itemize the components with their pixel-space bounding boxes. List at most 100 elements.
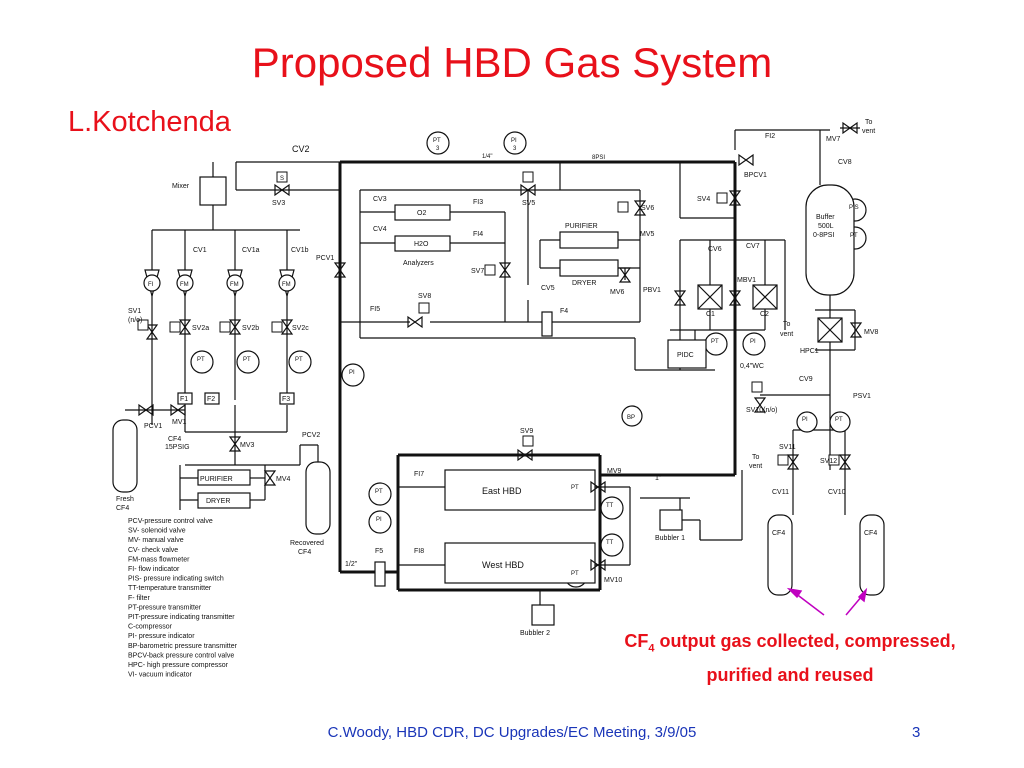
c1-label: C1 xyxy=(706,311,715,318)
annotation-line1: output gas collected, compressed, xyxy=(654,631,956,651)
psv1-label: PSV1 xyxy=(853,393,871,400)
f2-label: F2 xyxy=(207,396,215,403)
psi8-label: 8PSI xyxy=(592,155,605,161)
pt2r-label: PT xyxy=(711,339,719,345)
to-vent3b-label: vent xyxy=(749,463,762,470)
cv3-label: CV3 xyxy=(373,196,387,203)
cf4-annotation: CF4 output gas collected, compressed, pu… xyxy=(600,628,980,688)
sv1-label: SV1 xyxy=(128,308,141,315)
annotation-subscript: 4 xyxy=(648,642,655,655)
sv10-label: SV10(n/o) xyxy=(746,407,778,414)
footer-citation: C.Woody, HBD CDR, DC Upgrades/EC Meeting… xyxy=(327,724,697,741)
mv4-label: MV4 xyxy=(276,476,291,483)
to-vent2b-label: vent xyxy=(780,331,793,338)
sv9-label: SV9 xyxy=(520,428,533,435)
buffer-label: Buffer xyxy=(816,214,835,221)
legend-item: PIS- pressure indicating switch xyxy=(128,576,224,583)
cv2-label: CV2 xyxy=(292,144,310,154)
legend-item: MV- manual valve xyxy=(128,537,184,544)
sv12-label: SV12 xyxy=(820,458,837,465)
recovered-cf4-label: CF4 xyxy=(298,549,311,556)
fm1a-label: FM xyxy=(230,282,239,288)
buffer-vol-label: 500L xyxy=(818,223,834,230)
fm1b-label: FM xyxy=(282,282,291,288)
fm1-label: FM xyxy=(180,282,189,288)
sv11-label: SV11 xyxy=(779,444,796,451)
pt6-label: PT xyxy=(375,489,383,495)
cv5-label: CV5 xyxy=(541,285,555,292)
bubbler2-label: Bubbler 2 xyxy=(520,630,550,637)
fi2-label: FI2 xyxy=(765,133,775,140)
legend-item: FM-mass flowmeter xyxy=(128,556,190,563)
legend-item: CV- check valve xyxy=(128,547,178,554)
f1-label: F1 xyxy=(180,396,188,403)
fi7-label: FI7 xyxy=(414,471,424,478)
sv2c-label: SV2c xyxy=(292,325,309,332)
tt1-label: TT xyxy=(606,503,614,509)
cv8-label: CV8 xyxy=(838,159,852,166)
pt8-label: PT xyxy=(571,485,579,491)
to-vent3-label: To xyxy=(752,454,760,461)
cv7-label: CV7 xyxy=(746,243,760,250)
west-hbd-label: West HBD xyxy=(482,560,524,570)
east-hbd-label: East HBD xyxy=(482,486,522,496)
pt2-label: PT xyxy=(243,357,251,363)
legend-item: BPCV-back pressure control valve xyxy=(128,652,234,659)
pt7-label: PT xyxy=(571,571,579,577)
legend-item: C-compressor xyxy=(128,624,173,631)
purifier-bot-label: PURIFIER xyxy=(200,476,233,483)
sv5-label: SV5 xyxy=(522,200,535,207)
legend-item: HPC- high pressure compressor xyxy=(128,662,229,669)
legend-item: TT-temperature transmitter xyxy=(128,585,212,592)
legend-item: F- filter xyxy=(128,595,150,602)
legend-item: BP-barometric pressure transmitter xyxy=(128,643,238,650)
legend-item: PT-pressure transmitter xyxy=(128,604,202,611)
author-name: L.Kotchenda xyxy=(68,106,231,138)
tanks xyxy=(112,184,885,596)
pi5-label: PI xyxy=(802,417,808,423)
psig15-label: 15PSIG xyxy=(165,444,190,451)
sv4-label: SV4 xyxy=(697,196,710,203)
equipment-boxes xyxy=(177,204,707,626)
f5-label: F5 xyxy=(375,548,383,555)
pt5-label: PT xyxy=(835,417,843,423)
fresh-cf4-label: CF4 xyxy=(116,505,129,512)
tt2-label: TT xyxy=(606,540,614,546)
s-label: S xyxy=(280,176,284,182)
cv1-label: CV1 xyxy=(193,247,207,254)
f4-label: F4 xyxy=(560,308,568,315)
pis1-label: PIS xyxy=(849,205,859,211)
legend-item: VI- vacuum indicator xyxy=(128,672,192,679)
buffer-psi-label: 0-8PSI xyxy=(813,232,834,239)
pi8-label: PI xyxy=(376,517,382,523)
sv2b-label: SV2b xyxy=(242,325,259,332)
pipe-network xyxy=(125,127,860,615)
compressors xyxy=(697,284,843,343)
mixer-box xyxy=(199,176,227,206)
pcv1-label: PCV1 xyxy=(144,423,162,430)
cylinder2-label: CF4 xyxy=(864,530,877,537)
cv11-label: CV11 xyxy=(772,489,789,496)
annotation-arrows xyxy=(786,587,868,616)
fi1-label: FI xyxy=(148,282,154,288)
mbv1-label: MBV1 xyxy=(737,277,756,284)
f3-label: F3 xyxy=(282,396,290,403)
to-vent2-label: To xyxy=(783,321,791,328)
sv7-label: SV7 xyxy=(471,268,484,275)
fi3-label: FI3 xyxy=(473,199,483,206)
mv5-label: MV5 xyxy=(640,231,655,238)
cv1a-label: CV1a xyxy=(242,247,260,254)
mv7-label: MV7 xyxy=(826,136,841,143)
sv1-no-label: (n/o) xyxy=(128,317,142,324)
legend-item: SV- solenoid valve xyxy=(128,528,186,535)
slide-title: Proposed HBD Gas System xyxy=(251,39,773,86)
cf4-label: CF4 xyxy=(168,436,181,443)
fresh-label: Fresh xyxy=(116,496,134,503)
wc-label: 0,4"WC xyxy=(740,363,764,370)
cv4-label: CV4 xyxy=(373,226,387,233)
mv10-label: MV10 xyxy=(604,577,622,584)
fi8-label: FI8 xyxy=(414,548,424,555)
dryer-bot-label: DRYER xyxy=(206,498,230,505)
o2-label: O2 xyxy=(417,210,426,217)
